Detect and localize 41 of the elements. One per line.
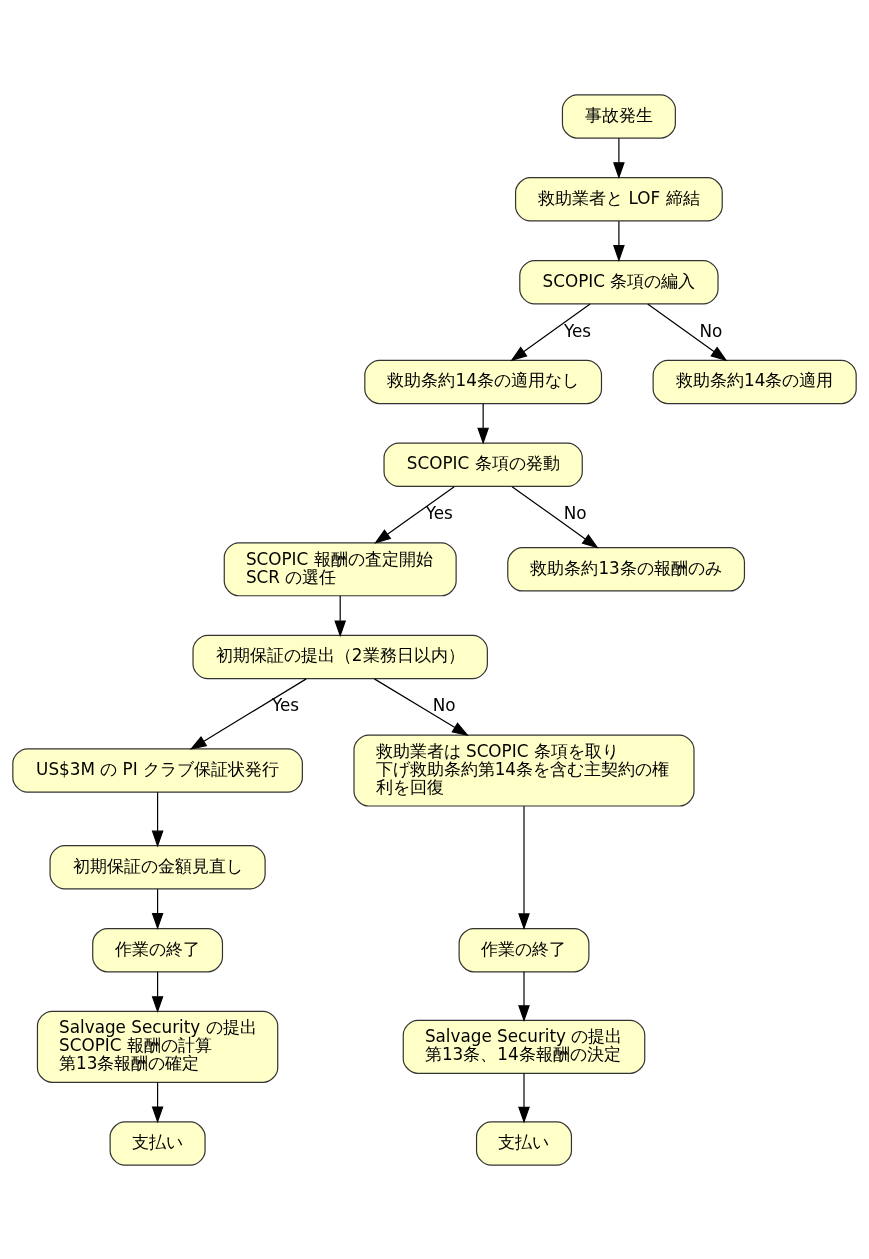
node-box: SCOPIC 報酬の査定開始 SCR の選任 [223,541,457,596]
arrow [334,595,347,637]
node-box: 初期保証の提出（2業務日以内） [192,634,488,679]
node-box: SCOPIC 条項の発動 [383,442,583,487]
arrow [151,970,164,1013]
node-box: Salvage Security の提出 第13条、14条報酬の決定 [402,1019,646,1074]
arrow [613,220,625,262]
node-box: 救助条約14条の適用 [652,359,857,404]
arrow [511,485,599,549]
arrow [613,137,625,179]
node-box: 支払い [109,1120,206,1166]
arrow [518,970,530,1022]
arrow [510,302,591,361]
node-box: 初期保証の金額見直し [49,844,266,889]
arrow [151,791,164,847]
edge-label: No [699,320,723,341]
node-box: 救助条約14条の適用なし [364,359,603,404]
edge-label: Yes [271,694,300,715]
arrow [373,677,469,736]
node-box: 支払い [475,1120,573,1166]
edge-label: No [563,502,587,523]
node-box: 事故発生 [561,93,676,139]
edge-label: Yes [425,502,453,523]
arrow [477,402,490,444]
arrow [151,1081,164,1123]
arrow [518,805,530,930]
node-box: 作業の終了 [458,927,590,972]
node-box: US$3M の PI クラブ保証状発行 [12,747,303,793]
edge-label: No [432,694,456,715]
arrow [151,888,164,930]
arrow [374,485,455,544]
arrow [647,302,728,361]
node-box: SCOPIC 条項の編入 [519,259,719,304]
node-box: 作業の終了 [92,927,224,972]
arrow [518,1072,530,1124]
node-box: Salvage Security の提出 SCOPIC 報酬の計算 第13条報酬の確定 [36,1010,279,1083]
arrow [189,677,307,750]
node-box: 救助業者は SCOPIC 条項を取り下げ救助条約第14条を含む主契約の権利を回復 [353,734,695,807]
node-box: 救助業者と LOF 締結 [515,176,723,222]
node-box: 救助条約13条の報酬のみ [507,546,746,592]
edge-label: Yes [563,320,592,341]
